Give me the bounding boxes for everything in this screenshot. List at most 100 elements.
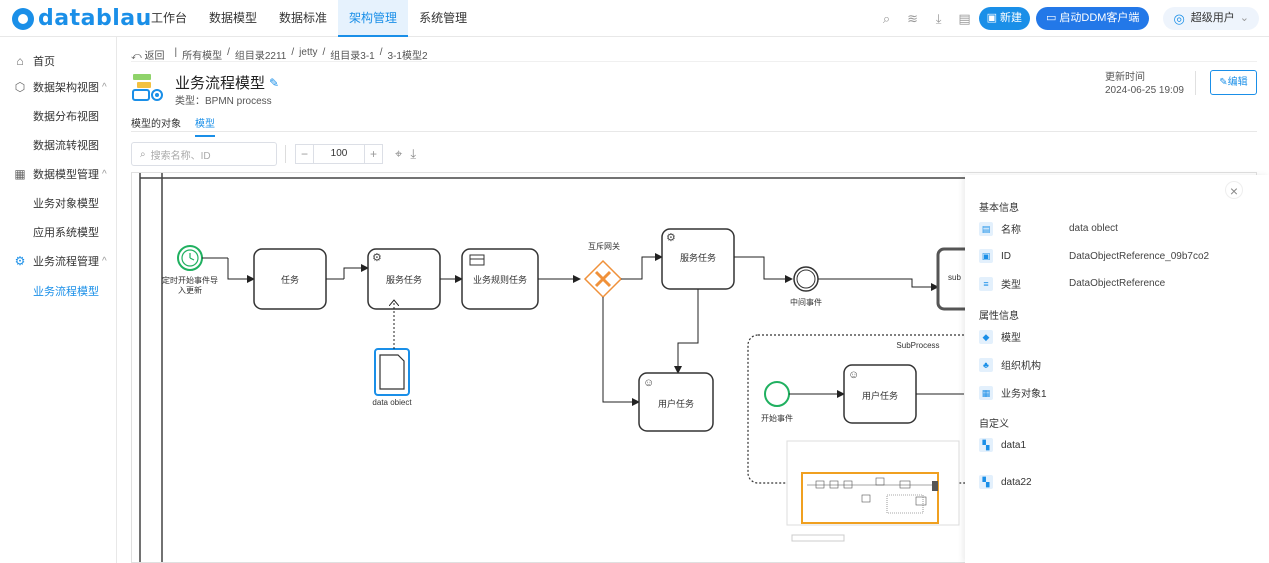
sequence-flow [734, 256, 793, 283]
sidebar-item-distribution[interactable]: 数据分布视图 [0, 106, 117, 126]
crumb-sep: / [322, 47, 326, 58]
nav-system[interactable]: 系统管理 [419, 11, 468, 25]
flow-icon: ⚙ [14, 254, 26, 268]
sidebar: ⌂首页 ⬡数据架构视图^ 数据分布视图 数据流转视图 ▦数据模型管理^ 业务对象… [0, 37, 117, 563]
tab-model-objects[interactable]: 模型的对象 [131, 119, 181, 130]
update-info: 更新时间 2024-06-25 19:09 [1105, 71, 1184, 97]
top-bar: datablau 工作台 数据模型 数据标准 架构管理 系统管理 ⌕ ≋ ⤓ ▤… [0, 0, 1269, 37]
property-row[interactable]: ◆ 模型 [979, 329, 1269, 344]
back-link[interactable]: ⤺ 返回 [131, 51, 165, 62]
logo[interactable]: datablau [12, 6, 152, 31]
user-label: 超级用户 [1190, 12, 1235, 24]
custom-icon: ▚ [979, 475, 993, 489]
zoom-in-button[interactable]: + [364, 144, 383, 164]
crumb-jetty[interactable]: jetty [299, 47, 318, 58]
update-time: 2024-06-25 19:09 [1105, 85, 1184, 96]
crumb-sep: / [379, 47, 383, 58]
locate-icon[interactable]: ⌖ [395, 146, 403, 161]
zoom-value[interactable]: 100 [314, 144, 364, 164]
timer-start-event[interactable] [177, 245, 203, 271]
sidebar-item-app-system[interactable]: 应用系统模型 [0, 222, 117, 242]
crumb-sep: / [291, 47, 295, 58]
property-row: ▣ ID DataObjectReference_09b7co2 [979, 249, 1269, 263]
subprocess-container[interactable] [747, 334, 1049, 484]
crumb-group-3-1[interactable]: 组目录3-1 [330, 51, 375, 62]
zoom-out-button[interactable]: − [295, 144, 314, 164]
property-value: DataObjectReference_09b7co2 [1069, 250, 1210, 262]
chevron-up-icon: ^ [102, 255, 107, 267]
service-task-label: 服务任务 [679, 253, 716, 263]
search-icon[interactable]: ⌕ [882, 10, 891, 26]
sidebar-label: 业务流程管理 [33, 256, 99, 268]
close-icon[interactable]: × [1225, 181, 1243, 199]
user-menu[interactable]: ◎超级用户⌄ [1163, 7, 1259, 30]
divider [285, 145, 286, 163]
nav-data-standard[interactable]: 数据标准 [279, 11, 328, 25]
sidebar-label: 数据分布视图 [33, 111, 99, 123]
crumb-group-2211[interactable]: 组目录2211 [234, 51, 287, 62]
service-task-label: 服务任务 [385, 275, 422, 285]
logo-icon [12, 7, 34, 30]
edit-button[interactable]: ✎编辑 [1210, 70, 1257, 95]
user-icon: ☺ [643, 377, 654, 389]
property-label: ID [1001, 250, 1011, 262]
property-row[interactable]: ▚ data22 [979, 475, 1269, 489]
property-panel: × 基本信息 ▤ 名称 data oblect ▣ ID DataObjectR… [965, 175, 1269, 563]
data-object[interactable] [374, 348, 410, 396]
table-icon [469, 254, 485, 266]
search-input[interactable]: ⌕ 搜索名称、ID [131, 142, 277, 166]
property-row[interactable]: ▚ data1 [979, 438, 1269, 452]
breadcrumb: ⤺ 返回 | 所有模型 / 组目录2211 / jetty / 组目录3-1 /… [131, 47, 433, 62]
org-icon: ♣ [979, 357, 993, 372]
id-icon: ▣ [979, 249, 993, 263]
edit-label: 编辑 [1227, 77, 1248, 88]
type-icon: ≡ [979, 276, 993, 291]
start-event[interactable] [764, 381, 790, 407]
task-label: 任务 [280, 275, 299, 285]
minimap[interactable] [786, 440, 960, 542]
property-row[interactable]: ▦ 业务对象1 [979, 385, 1269, 400]
sidebar-item-flow-view[interactable]: 数据流转视图 [0, 135, 117, 155]
user-icon: ◎ [1173, 11, 1185, 26]
new-label: 新建 [999, 12, 1022, 24]
sidebar-item-process-mgmt[interactable]: ⚙ 业务流程管理^ [0, 251, 117, 271]
sidebar-item-process-model[interactable]: 业务流程模型 [0, 281, 117, 301]
bpmn-diagram: ⚙ ⚙ [139, 173, 1256, 562]
property-label: data22 [1001, 476, 1032, 488]
tab-model[interactable]: 模型 [195, 115, 215, 137]
section-attr-title: 属性信息 [979, 311, 1019, 322]
nav-architecture[interactable]: 架构管理 [338, 0, 409, 37]
top-right-tools: ⌕ ≋ ⤓ ▤ ▣新建 ▭启动DDM客户端 ◎超级用户⌄ [869, 7, 1259, 30]
sidebar-item-home[interactable]: ⌂首页 [0, 51, 117, 71]
sidebar-label: 应用系统模型 [33, 227, 99, 239]
property-row[interactable]: ♣ 组织机构 [979, 357, 1269, 372]
layers-icon[interactable]: ≋ [907, 10, 919, 26]
rule-task-label: 业务规则任务 [472, 275, 527, 285]
pencil-icon: ✎ [1219, 77, 1228, 88]
pencil-icon[interactable]: ✎ [269, 75, 280, 90]
search-placeholder: 搜索名称、ID [150, 150, 211, 162]
exclusive-gateway[interactable] [583, 259, 623, 299]
nav-data-model[interactable]: 数据模型 [209, 11, 258, 25]
sidebar-item-business-object[interactable]: 业务对象模型 [0, 193, 117, 213]
new-button[interactable]: ▣新建 [978, 7, 1030, 30]
nav-workbench[interactable]: 工作台 [151, 11, 188, 25]
ddm-label: 启动DDM客户端 [1059, 12, 1140, 24]
download-icon[interactable]: ⤓ [935, 10, 942, 26]
property-label: 业务对象1 [1001, 389, 1047, 400]
clipboard-icon[interactable]: ▤ [958, 10, 971, 26]
user-task-node[interactable] [638, 372, 714, 432]
subprocess-label: sub [948, 273, 961, 282]
intermediate-event[interactable] [793, 266, 819, 292]
update-label: 更新时间 [1105, 72, 1145, 83]
monitor-icon: ▭ [1045, 12, 1057, 24]
download-icon[interactable]: ⤓ [410, 146, 417, 161]
sidebar-item-arch-view[interactable]: ⬡数据架构视图^ [0, 77, 117, 97]
sidebar-item-model-mgmt[interactable]: ▦数据模型管理^ [0, 164, 117, 184]
back-label: 返回 [144, 51, 165, 62]
crumb-model: 3-1模型2 [387, 51, 428, 62]
sequence-flow [602, 297, 640, 406]
launch-ddm-button[interactable]: ▭启动DDM客户端 [1035, 7, 1150, 30]
crumb-all-models[interactable]: 所有模型 [182, 51, 223, 62]
home-icon: ⌂ [16, 54, 24, 68]
